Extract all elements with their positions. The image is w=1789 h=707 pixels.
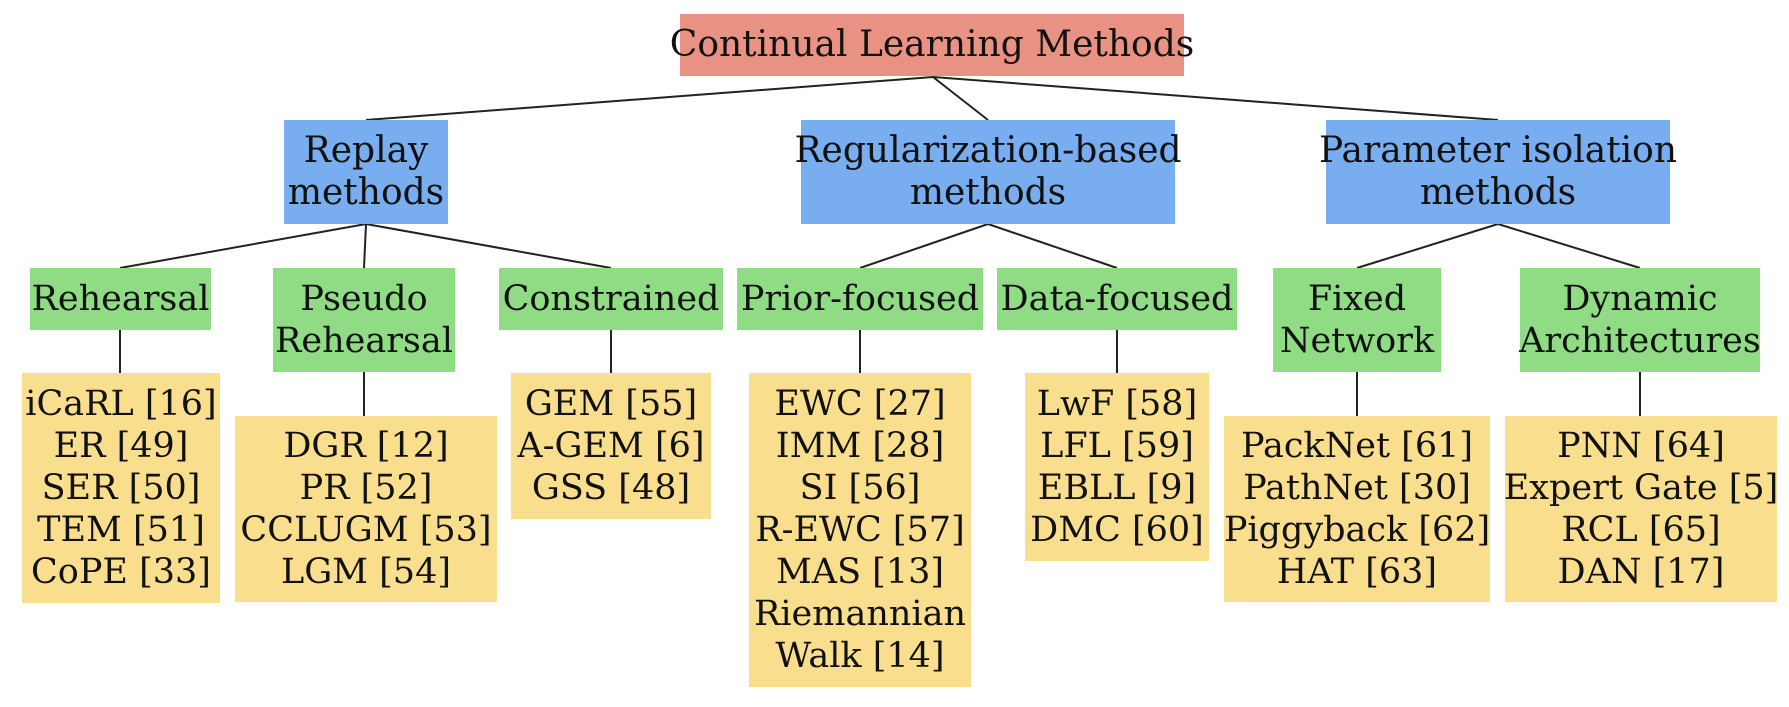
category-replay-methods: Replay methods xyxy=(284,120,448,224)
category-parameter-isolation-methods: Parameter isolation methods xyxy=(1319,120,1677,224)
subcategory-label-line: Network xyxy=(1279,321,1435,361)
subcategory-label-line: Data-focused xyxy=(1000,279,1234,319)
methods-dynamic-architectures: PNN [64] Expert Gate [5] RCL [65] DAN [1… xyxy=(1503,416,1779,602)
method-entry: EBLL [9] xyxy=(1037,468,1197,508)
method-entry: MAS [13] xyxy=(775,552,945,592)
method-entry: LFL [59] xyxy=(1040,426,1194,466)
method-entry: SI [56] xyxy=(799,468,921,508)
method-entry: iCaRL [16] xyxy=(25,384,217,424)
category-label-line: Parameter isolation xyxy=(1318,130,1678,171)
method-entry: TEM [51] xyxy=(37,510,205,550)
method-entry: LGM [54] xyxy=(280,552,451,592)
tree-edge xyxy=(119,223,367,269)
method-entry: Piggyback [62] xyxy=(1223,510,1491,550)
method-entry: EWC [27] xyxy=(774,384,946,424)
tree-edge xyxy=(365,76,934,121)
method-entry: CCLUGM [53] xyxy=(240,510,492,550)
subcategory-label-line: Dynamic xyxy=(1562,279,1718,319)
subcategory-label-line: Pseudo xyxy=(300,279,428,319)
subcategory-fixed-network: Fixed Network xyxy=(1273,268,1441,372)
methods-rehearsal: iCaRL [16] ER [49] SER [50] TEM [51] CoP… xyxy=(22,373,220,603)
method-entry: DGR [12] xyxy=(283,426,449,466)
subcategory-label-line: Fixed xyxy=(1307,279,1407,319)
method-entry: PackNet [61] xyxy=(1240,426,1474,466)
methods-constrained: GEM [55] A-GEM [6] GSS [48] xyxy=(511,373,711,519)
subcategory-pseudo-rehearsal: Pseudo Rehearsal xyxy=(273,268,455,372)
method-entry: PathNet [30] xyxy=(1243,468,1471,508)
subcategory-label-line: Architectures xyxy=(1519,321,1761,361)
methods-fixed-network: PackNet [61] PathNet [30] Piggyback [62]… xyxy=(1224,416,1490,602)
root-node: Continual Learning Methods xyxy=(670,14,1194,76)
method-entry: Expert Gate [5] xyxy=(1503,468,1779,508)
subcategory-data-focused: Data-focused xyxy=(997,268,1237,330)
subcategory-label-line: Constrained xyxy=(502,279,720,319)
category-label-line: Replay xyxy=(303,130,429,171)
methods-data-focused: LwF [58] LFL [59] EBLL [9] DMC [60] xyxy=(1025,373,1209,561)
method-entry: Riemannian xyxy=(754,594,966,634)
subcategory-label-line: Rehearsal xyxy=(31,279,210,319)
tree-edge xyxy=(365,223,612,269)
subcategory-constrained: Constrained xyxy=(499,268,723,330)
tree-edge xyxy=(859,223,989,269)
method-entry: LwF [58] xyxy=(1036,384,1198,424)
method-entry: R-EWC [57] xyxy=(755,510,965,550)
method-entry: GEM [55] xyxy=(524,384,698,424)
category-label-line: methods xyxy=(909,172,1067,213)
methods-prior-focused: EWC [27] IMM [28] SI [56] R-EWC [57] MAS… xyxy=(749,373,971,687)
method-entry: ER [49] xyxy=(53,426,189,466)
method-entry: Walk [14] xyxy=(775,636,945,676)
category-label-line: Regularization-based xyxy=(794,130,1182,171)
root-label: Continual Learning Methods xyxy=(669,24,1195,65)
method-entry: SER [50] xyxy=(41,468,201,508)
method-entry: IMM [28] xyxy=(775,426,945,466)
category-label-line: methods xyxy=(1419,172,1577,213)
tree-edge xyxy=(1356,223,1499,269)
subcategory-label-line: Rehearsal xyxy=(275,321,453,361)
method-entry: RCL [65] xyxy=(1561,510,1721,550)
subcategory-rehearsal: Rehearsal xyxy=(30,268,211,330)
method-entry: A-GEM [6] xyxy=(517,426,705,466)
methods-pseudo-rehearsal: DGR [12] PR [52] CCLUGM [53] LGM [54] xyxy=(235,416,497,602)
method-entry: DAN [17] xyxy=(1557,552,1725,592)
subcategory-label-line: Prior-focused xyxy=(740,279,980,319)
subcategory-prior-focused: Prior-focused xyxy=(737,268,983,330)
method-entry: HAT [63] xyxy=(1276,552,1438,592)
tree-edge xyxy=(932,76,1499,121)
method-entry: DMC [60] xyxy=(1030,510,1204,550)
tree-edge xyxy=(1497,223,1641,269)
method-entry: PR [52] xyxy=(299,468,433,508)
subcategory-dynamic-architectures: Dynamic Architectures xyxy=(1519,268,1761,372)
method-entry: PNN [64] xyxy=(1557,426,1725,466)
method-entry: GSS [48] xyxy=(531,468,691,508)
method-entry: CoPE [33] xyxy=(31,552,211,592)
tree-edge xyxy=(932,76,989,121)
tree-edge xyxy=(363,223,367,269)
tree-edge xyxy=(987,223,1118,269)
category-label-line: methods xyxy=(287,172,445,213)
category-regularization-methods: Regularization-based methods xyxy=(794,120,1182,224)
